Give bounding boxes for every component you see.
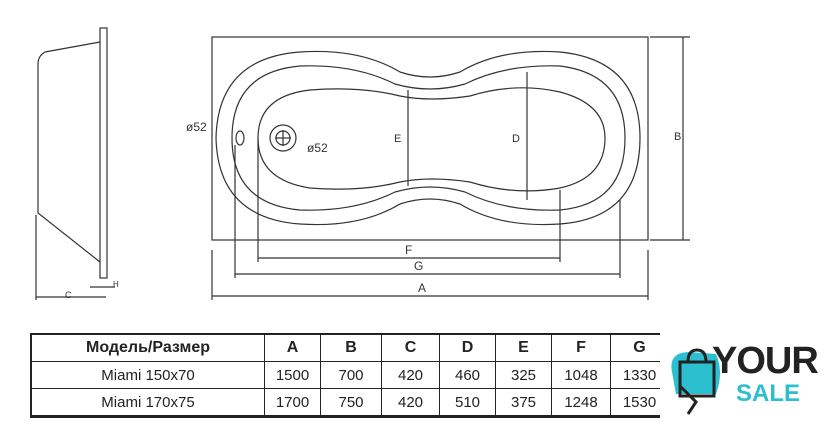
cell: 1330 bbox=[610, 361, 669, 389]
cell: 510 bbox=[439, 388, 496, 417]
cell: Miami 170x75 bbox=[30, 388, 265, 417]
header-d: D bbox=[439, 333, 496, 362]
cell: 1048 bbox=[551, 361, 611, 389]
cell: 1248 bbox=[551, 388, 611, 417]
logo-text-your: YOUR bbox=[712, 340, 819, 382]
header-model: Модель/Размер bbox=[30, 333, 265, 362]
cell: 420 bbox=[381, 361, 440, 389]
table-row: Miami 150x70 1500 700 420 460 325 1048 1… bbox=[30, 361, 669, 389]
side-view: C H bbox=[35, 27, 119, 300]
shopping-bag-hand-icon bbox=[671, 348, 720, 415]
table-header-row: Модель/Размер A B C D E F G bbox=[30, 333, 669, 362]
cell: 460 bbox=[439, 361, 496, 389]
cell: 1700 bbox=[264, 388, 321, 417]
dim-label-c: C bbox=[65, 290, 72, 300]
cell: 420 bbox=[381, 388, 440, 417]
drain-label-left: ø52 bbox=[186, 120, 207, 134]
header-c: C bbox=[381, 333, 440, 362]
dim-label-f: F bbox=[405, 243, 412, 257]
dimensions-table: Модель/Размер A B C D E F G Miami 150x70… bbox=[30, 333, 669, 418]
logo-text-sale: SALE bbox=[736, 380, 801, 407]
yoursale-logo: YOUR SALE bbox=[660, 330, 840, 420]
bathtub-technical-drawing: C H ø52 ø52 E D B F G A bbox=[35, 27, 690, 300]
cell: 375 bbox=[495, 388, 552, 417]
table-row: Miami 170x75 1700 750 420 510 375 1248 1… bbox=[30, 388, 669, 417]
header-e: E bbox=[495, 333, 552, 362]
header-b: B bbox=[320, 333, 382, 362]
cell: 1530 bbox=[610, 388, 669, 417]
cell: 1500 bbox=[264, 361, 321, 389]
cell: 750 bbox=[320, 388, 382, 417]
header-a: A bbox=[264, 333, 321, 362]
dim-label-e: E bbox=[394, 133, 401, 145]
header-g: G bbox=[610, 333, 669, 362]
header-f: F bbox=[551, 333, 611, 362]
cell: Miami 150x70 bbox=[30, 361, 265, 389]
dim-label-h: H bbox=[113, 280, 119, 289]
top-view: ø52 ø52 E D B F G A bbox=[186, 36, 690, 300]
cell: 325 bbox=[495, 361, 552, 389]
dim-label-b: B bbox=[674, 131, 681, 143]
drain-label-right: ø52 bbox=[307, 141, 328, 155]
dim-label-d: D bbox=[512, 133, 520, 145]
dim-label-a: A bbox=[418, 281, 426, 295]
dim-label-g: G bbox=[414, 259, 423, 273]
cell: 700 bbox=[320, 361, 382, 389]
